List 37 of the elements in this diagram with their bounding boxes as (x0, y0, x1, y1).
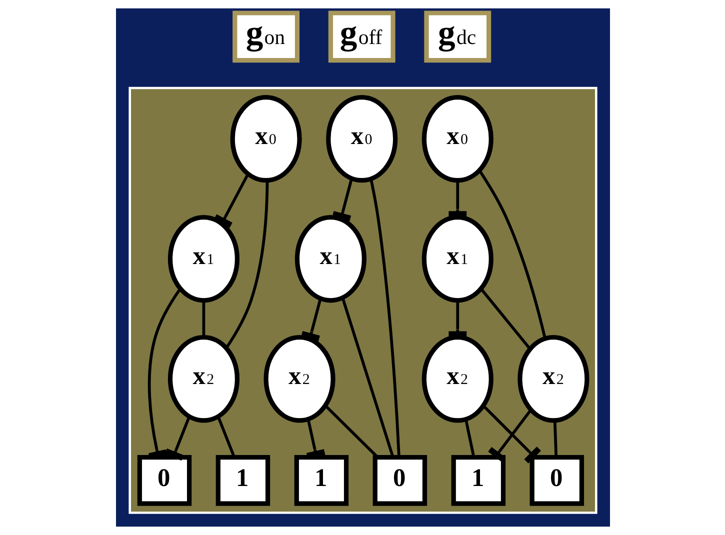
node-box: 0 (372, 455, 427, 506)
node-ellipse: x2 (517, 335, 589, 423)
connector (488, 408, 532, 462)
node-ellipse: x2 (167, 335, 239, 423)
node-box: gdc (424, 10, 491, 63)
connector (448, 180, 466, 218)
connector (332, 178, 353, 222)
connector (324, 404, 378, 458)
node-box: 0 (136, 455, 192, 506)
node-box: 1 (215, 455, 270, 506)
node-box: 1 (294, 455, 348, 506)
cluster (128, 86, 597, 514)
node-box: gon (232, 10, 300, 63)
connector (478, 170, 546, 339)
node-box: 1 (450, 455, 506, 506)
connector (213, 173, 249, 228)
connector (482, 405, 540, 464)
connector (300, 298, 322, 342)
node-ellipse: x2 (263, 335, 335, 423)
node-ellipse: x1 (421, 214, 493, 303)
connector (552, 420, 558, 457)
connector (479, 288, 531, 350)
node-ellipse: x0 (230, 94, 302, 183)
node-box: 0 (529, 455, 584, 506)
node-box: goff (328, 10, 395, 63)
connector (164, 416, 190, 461)
connector (340, 297, 394, 458)
node-ellipse: x1 (294, 214, 366, 303)
connector (202, 300, 205, 338)
connector (369, 178, 400, 458)
connector (216, 416, 236, 458)
connector (224, 180, 268, 349)
connector (464, 418, 475, 458)
connector (448, 300, 466, 338)
node-ellipse: x0 (326, 94, 398, 183)
node-ellipse: x0 (421, 94, 493, 183)
node-ellipse: x2 (421, 335, 493, 423)
